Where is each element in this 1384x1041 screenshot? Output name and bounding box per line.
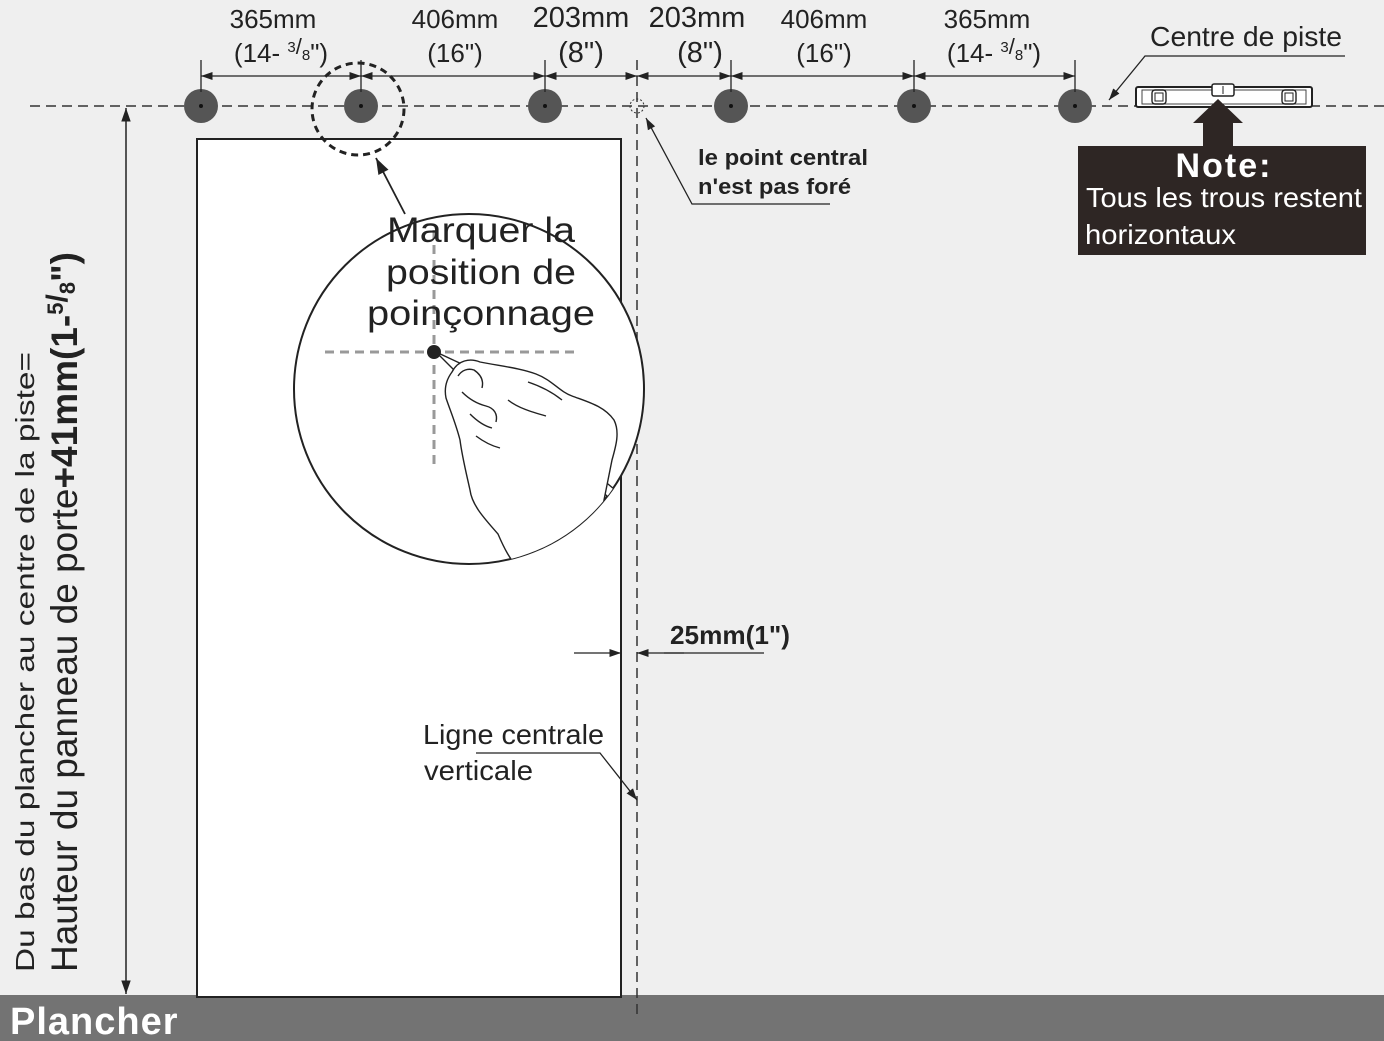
dimension-mm-label: 406mm [412, 4, 499, 34]
track-center-label: Centre de piste [1150, 21, 1342, 52]
note-box: Note: Tous les trous restent horizontaux [1078, 146, 1366, 255]
track-center-leader [1108, 55, 1345, 101]
dimension-mm-label: 406mm [781, 4, 868, 34]
magnifier-label-line1: Marquer la [387, 211, 576, 250]
dimension-inch-label: (14- 3/8") [947, 34, 1041, 68]
dimension-mm-label: 203mm [649, 2, 746, 34]
punch-mark-dot [427, 345, 441, 359]
dimension-inch-label: (16") [796, 38, 851, 68]
center-point-note-line2: n'est pas foré [698, 174, 851, 199]
height-label-line1: Du bas du plancher au centre de la piste… [10, 352, 40, 972]
height-label-line2: Hauteur du panneau de porte+41mm(1-5/8") [41, 252, 85, 972]
dimension-inch-label: (16") [427, 38, 482, 68]
dimension-inch-label: (14- 3/8") [234, 34, 328, 68]
offset-label: 25mm(1") [670, 620, 790, 650]
center-point-note-line1: le point central [698, 145, 868, 170]
floor-label: Plancher [10, 1001, 179, 1041]
magnifier-circle [293, 213, 645, 565]
hand-pencil-icon [435, 351, 621, 564]
center-point-marker [629, 98, 645, 114]
dimension-mm-label: 203mm [533, 2, 630, 34]
note-line2: horizontaux [1085, 219, 1236, 250]
magnifier-leader [375, 157, 406, 215]
dimension-inch-label: (8") [677, 37, 723, 69]
vertical-centerline-label-line2: verticale [424, 755, 533, 786]
note-line1: Tous les trous restent [1086, 182, 1362, 213]
level-tool-icon [1135, 83, 1313, 108]
dimension-inch-label: (8") [558, 37, 604, 69]
up-arrow-icon [1193, 99, 1243, 150]
floor-band [0, 995, 1384, 1041]
dimension-mm-label: 365mm [944, 4, 1031, 34]
note-title: Note: [1176, 147, 1273, 185]
magnifier-label-line3: poinçonnage [367, 294, 595, 333]
magnifier-label-line2: position de [386, 253, 576, 292]
mounting-holes [184, 89, 1092, 123]
dimension-labels: 365mm (14- 3/8") 406mm (16") 203mm (8") … [230, 2, 1041, 69]
center-point-leader [645, 117, 830, 205]
dimension-mm-label: 365mm [230, 4, 317, 34]
vertical-centerline-label-line1: Ligne centrale [423, 719, 604, 750]
vertical-centerline-leader [476, 752, 638, 801]
highlight-circle [310, 61, 406, 157]
